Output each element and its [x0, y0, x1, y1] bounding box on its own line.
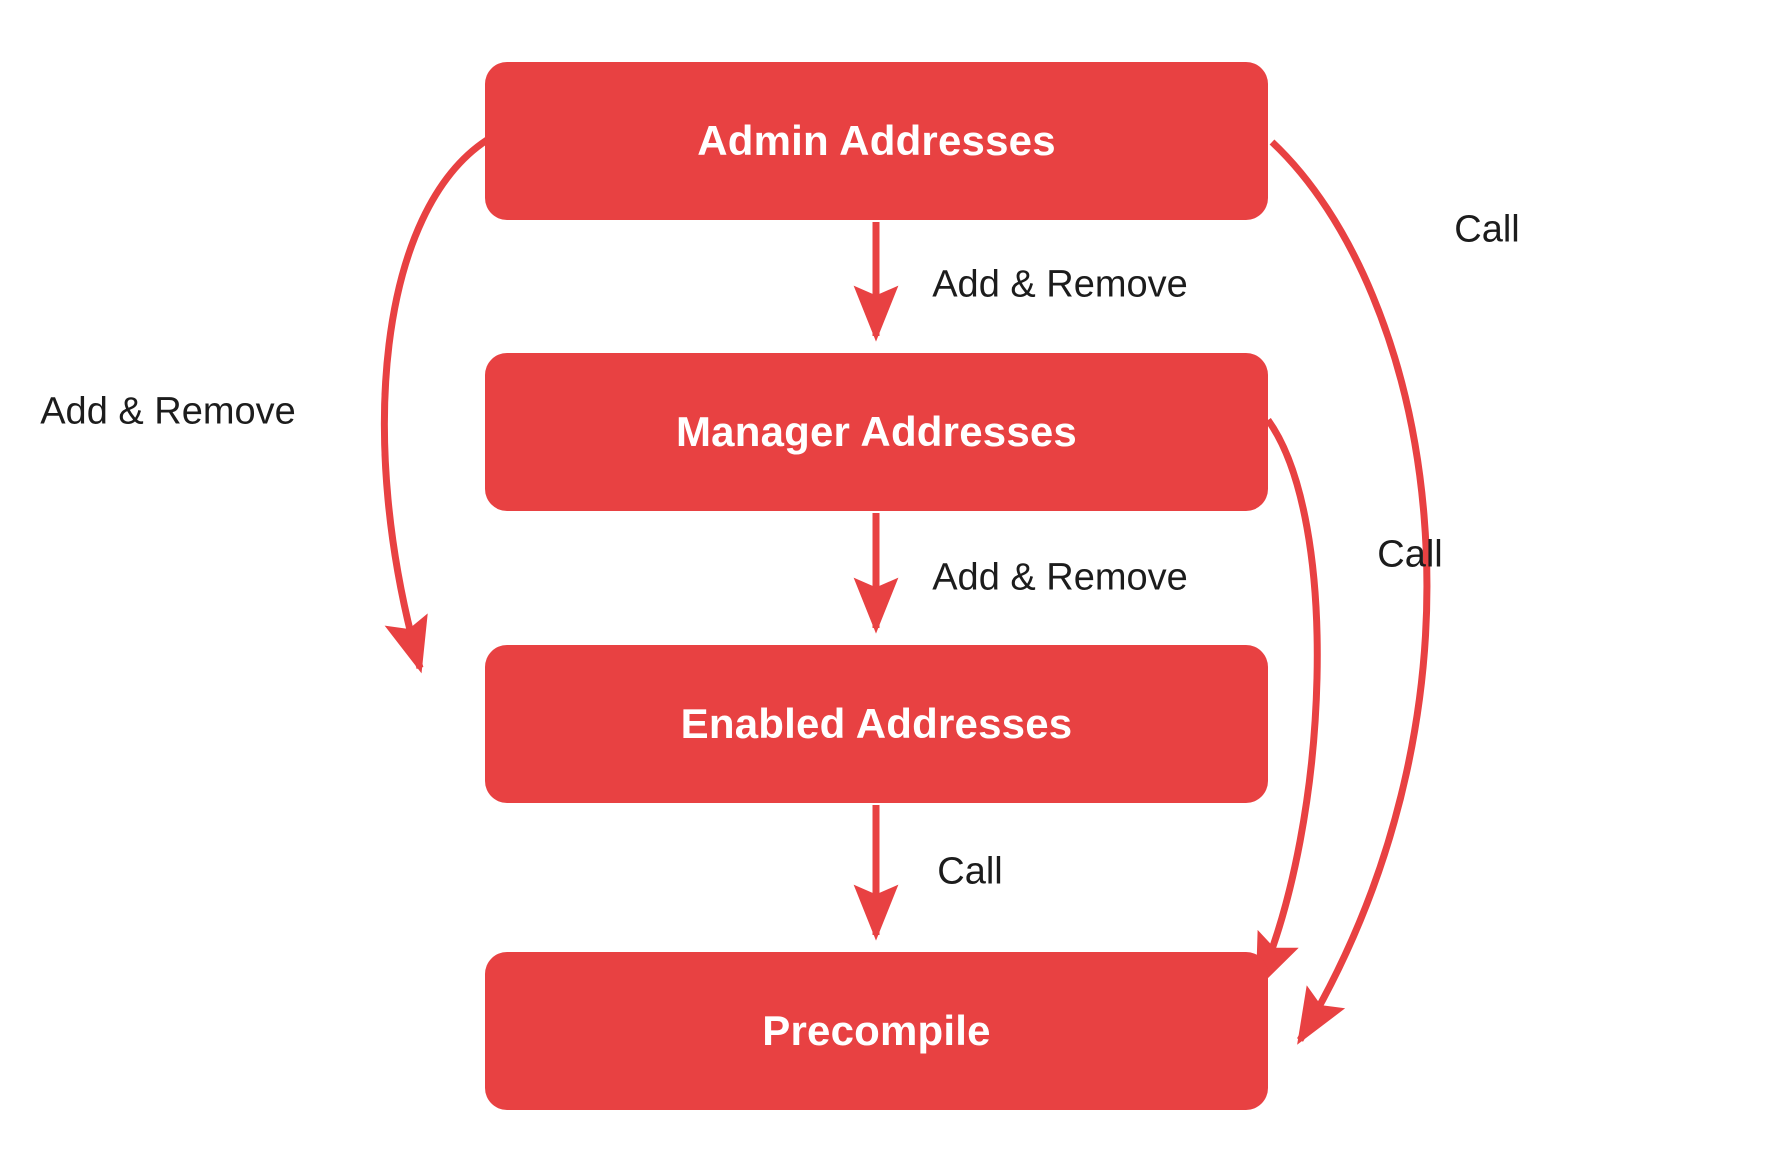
node-label-enabled-addresses: Enabled Addresses	[680, 700, 1073, 747]
edge-label-admin-to-enabled: Add & Remove	[40, 390, 296, 433]
node-enabled-addresses[interactable]: Enabled Addresses	[485, 645, 1268, 803]
edge-label-manager-to-precompile: Call	[1377, 533, 1443, 576]
edge-label-enabled-to-precompile: Call	[937, 850, 1003, 893]
edge-admin-to-precompile	[1269, 139, 1431, 1045]
node-manager-addresses[interactable]: Manager Addresses	[485, 353, 1268, 511]
node-precompile[interactable]: Precompile	[485, 952, 1268, 1110]
edge-label-manager-to-enabled: Add & Remove	[932, 556, 1188, 599]
node-label-admin-addresses: Admin Addresses	[697, 117, 1056, 164]
edge-admin-to-enabled	[380, 137, 489, 674]
edge-label-admin-to-precompile: Call	[1454, 208, 1520, 251]
node-label-manager-addresses: Manager Addresses	[675, 408, 1077, 455]
edge-manager-to-precompile	[1254, 417, 1321, 991]
edge-label-admin-to-manager: Add & Remove	[932, 263, 1188, 306]
node-label-precompile: Precompile	[762, 1007, 991, 1054]
node-admin-addresses[interactable]: Admin Addresses	[485, 62, 1268, 220]
